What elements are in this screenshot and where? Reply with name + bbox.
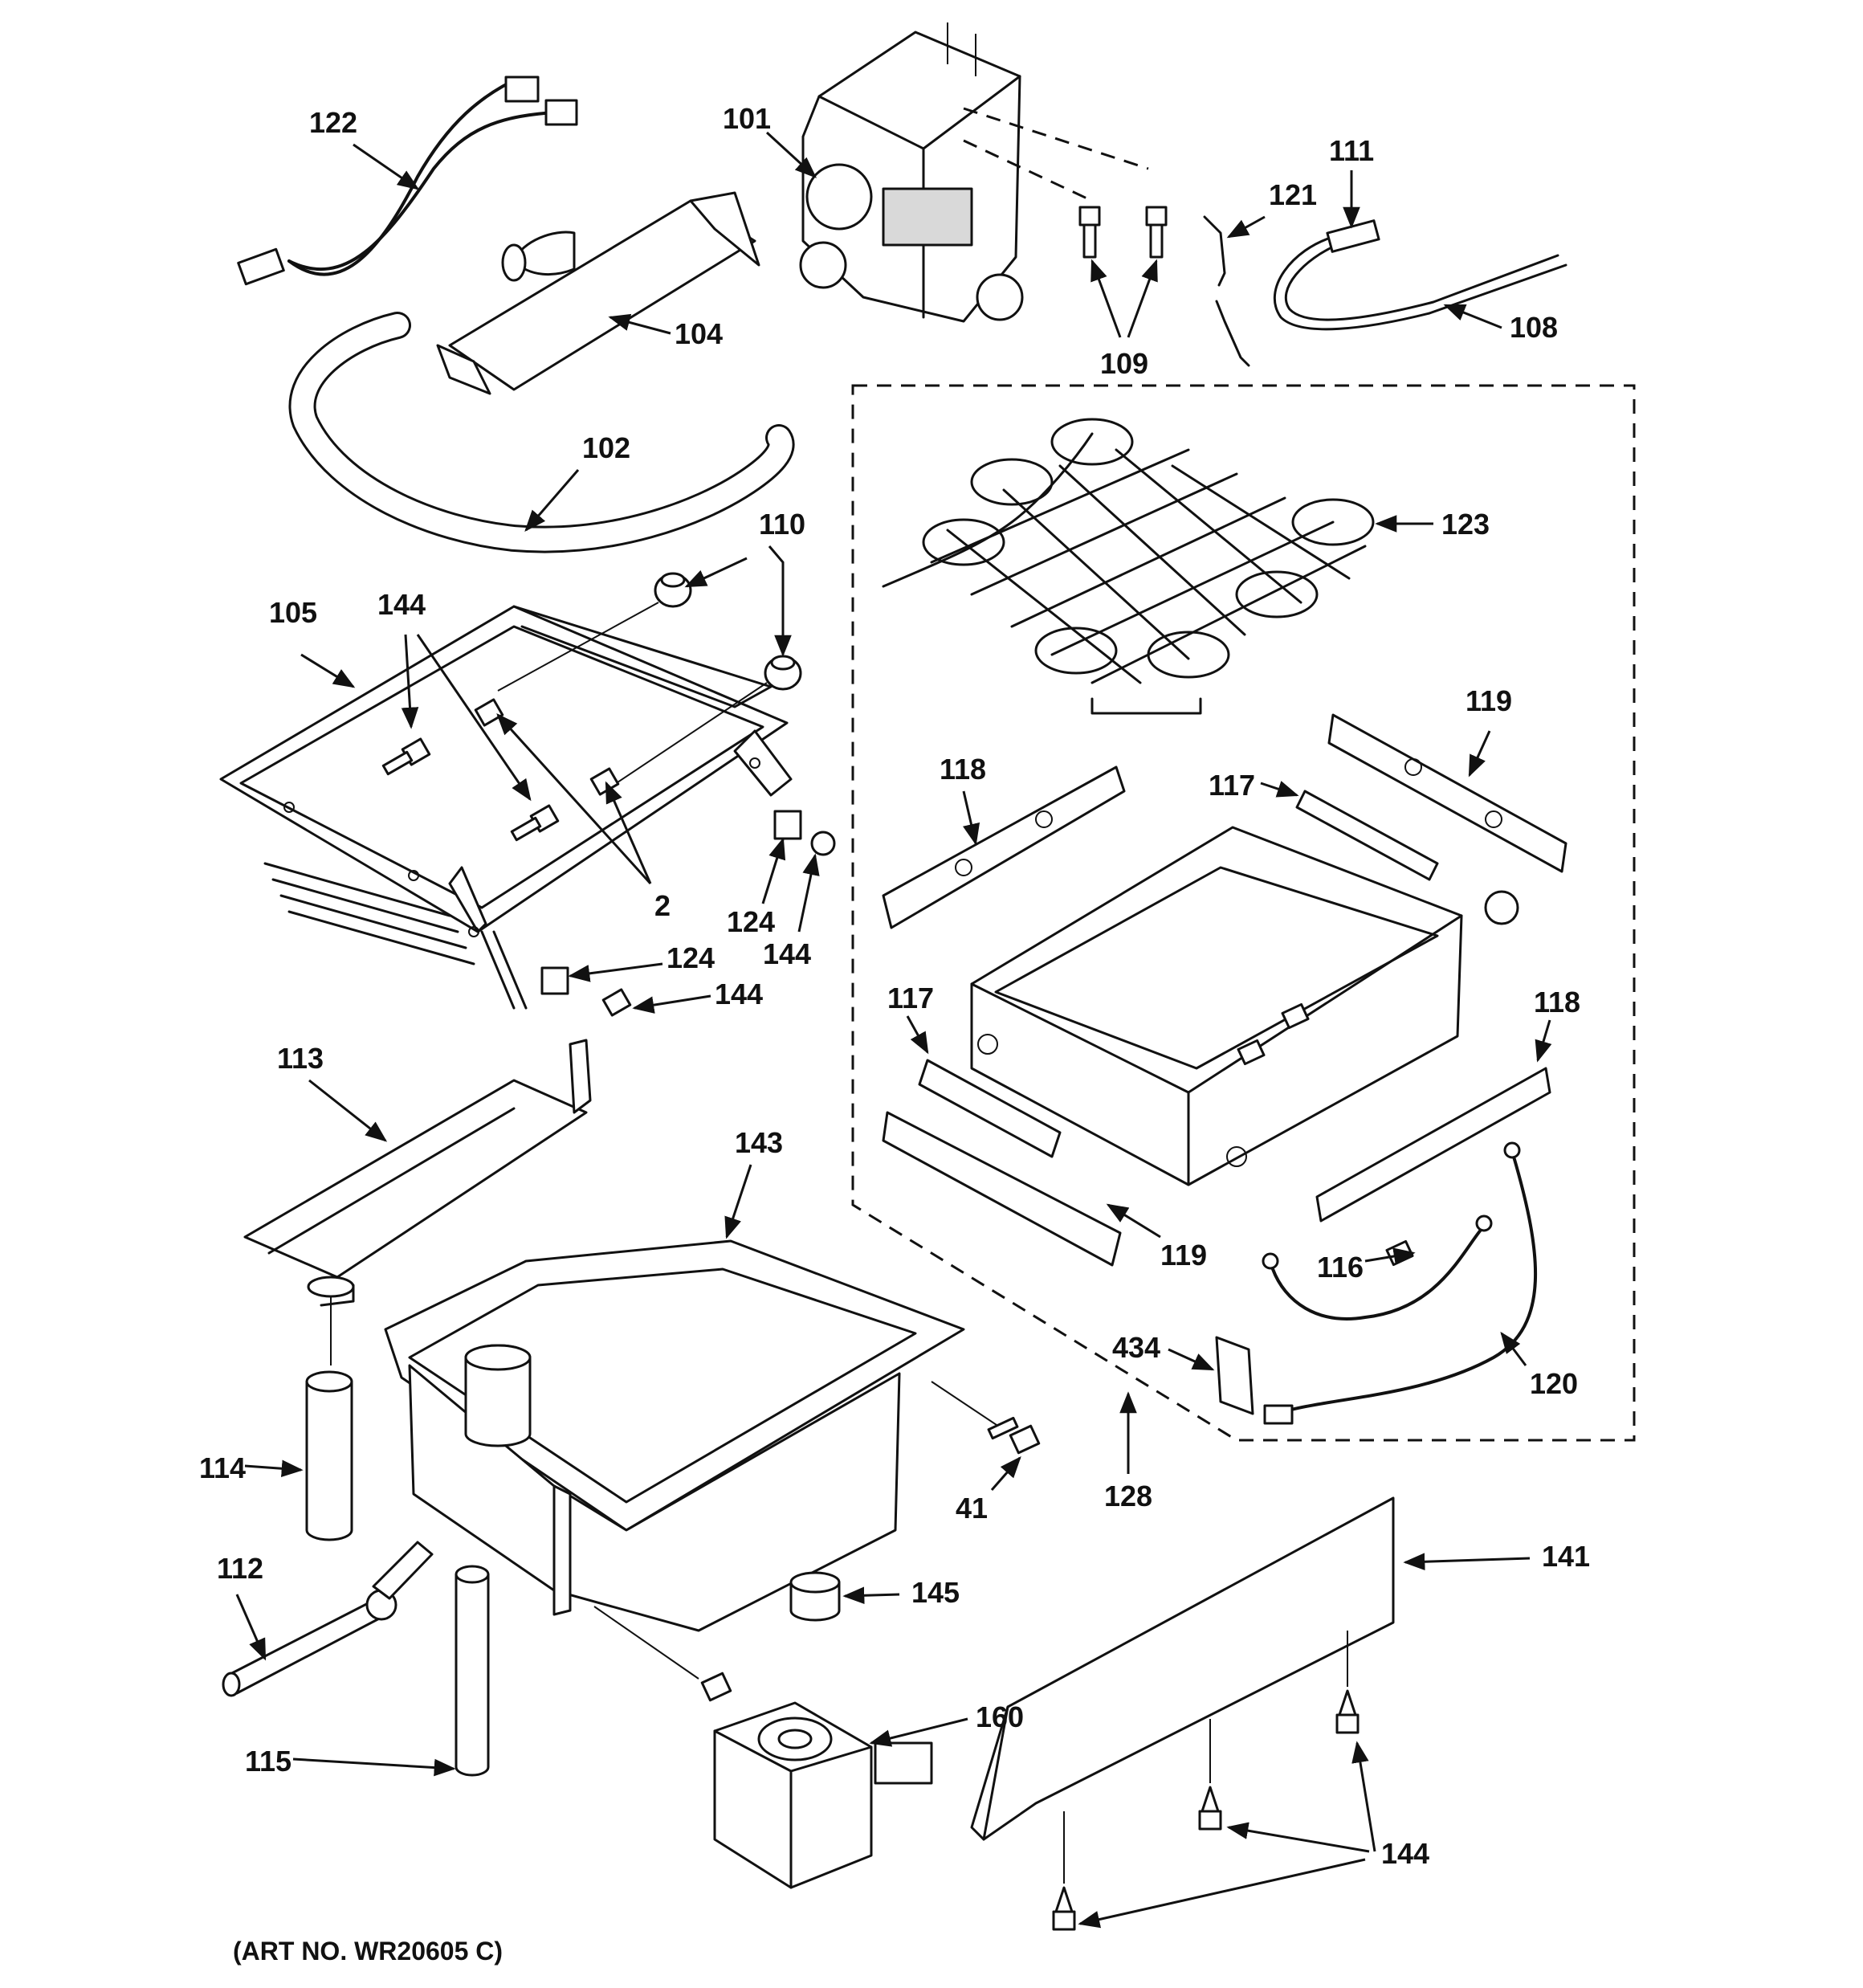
bracket-119-upper [1327, 713, 1567, 873]
callout-144-bottom: 144 [1381, 1837, 1429, 1870]
bottom-screws-144 [1052, 1631, 1360, 1931]
fill-cup-113 [243, 1039, 592, 1365]
pan-screw [700, 1672, 732, 1702]
thermostat-tube-108 [1273, 219, 1567, 331]
callout-111: 111 [1329, 134, 1374, 167]
ice-maker-assembly-101 [799, 22, 1149, 323]
cover-plate-141 [970, 1496, 1395, 1841]
callout-108: 108 [1510, 311, 1558, 344]
callout-110: 110 [759, 508, 805, 541]
clips-124 [540, 810, 836, 1017]
callout-118-lower: 118 [1534, 986, 1580, 1018]
strip-117-upper [1295, 790, 1439, 881]
bracket-118-upper [882, 765, 1126, 929]
callout-118-upper: 118 [940, 753, 986, 786]
solenoid-160 [713, 1701, 933, 1889]
callout-434: 434 [1112, 1331, 1160, 1364]
callout-124-lower: 124 [667, 941, 715, 974]
bracket-119-lower [882, 1111, 1122, 1267]
tray-105 [219, 605, 793, 1010]
callout-labels: 122 101 104 111 121 109 108 102 123 110 … [199, 102, 1590, 1870]
callout-124-upper: 124 [727, 905, 775, 938]
callout-117-upper: 117 [1209, 769, 1255, 802]
heater-grid-123 [882, 418, 1375, 715]
callout-2: 2 [654, 889, 671, 922]
callout-145: 145 [911, 1576, 960, 1609]
callout-119-lower: 119 [1160, 1239, 1207, 1272]
elbow-tube-112 [222, 1541, 434, 1697]
fill-tube-104 [436, 191, 760, 395]
callout-143: 143 [735, 1126, 783, 1159]
callout-113: 113 [277, 1042, 324, 1075]
callout-114: 114 [199, 1451, 246, 1484]
grommet-145 [789, 1571, 841, 1622]
leader-lines [235, 131, 1552, 1929]
grommets-110 [497, 572, 802, 788]
callout-112: 112 [217, 1552, 263, 1585]
wire-harness-122 [237, 76, 578, 286]
screw-41 [987, 1416, 1041, 1455]
callout-144-upper: 144 [763, 937, 811, 970]
callout-120: 120 [1530, 1367, 1578, 1400]
callout-41: 41 [956, 1492, 988, 1525]
label-434 [1215, 1336, 1254, 1415]
callout-105: 105 [269, 596, 317, 629]
tube-115 [455, 1565, 490, 1777]
callout-109: 109 [1100, 347, 1148, 380]
ice-tray-box [970, 826, 1519, 1186]
callout-160: 160 [976, 1700, 1024, 1733]
callout-144-lower: 144 [715, 978, 763, 1010]
strip-117-lower [918, 1059, 1062, 1158]
callout-122: 122 [309, 106, 357, 139]
screws-109 [1078, 206, 1168, 259]
callout-102: 102 [582, 431, 630, 464]
callout-104: 104 [675, 317, 723, 350]
callout-141: 141 [1542, 1540, 1590, 1573]
callout-117-lower: 117 [887, 982, 934, 1014]
clip-121 [1203, 215, 1250, 367]
callout-115: 115 [245, 1745, 291, 1778]
tube-114 [305, 1370, 353, 1541]
callout-119-upper: 119 [1466, 684, 1512, 717]
callout-144-tray: 144 [377, 588, 426, 621]
callout-128: 128 [1104, 1480, 1152, 1512]
drain-pan-143 [384, 1239, 1005, 1680]
callout-121: 121 [1269, 178, 1317, 211]
art-number-note: (ART NO. WR20605 C) [233, 1937, 503, 1966]
callout-101: 101 [723, 102, 771, 135]
callout-116: 116 [1317, 1251, 1364, 1284]
tray-screws-144 [381, 698, 620, 842]
callout-123: 123 [1441, 508, 1490, 541]
kit-boundary-128 [851, 384, 1636, 1442]
tube-102 [288, 312, 795, 553]
wire-120 [1262, 1141, 1538, 1425]
